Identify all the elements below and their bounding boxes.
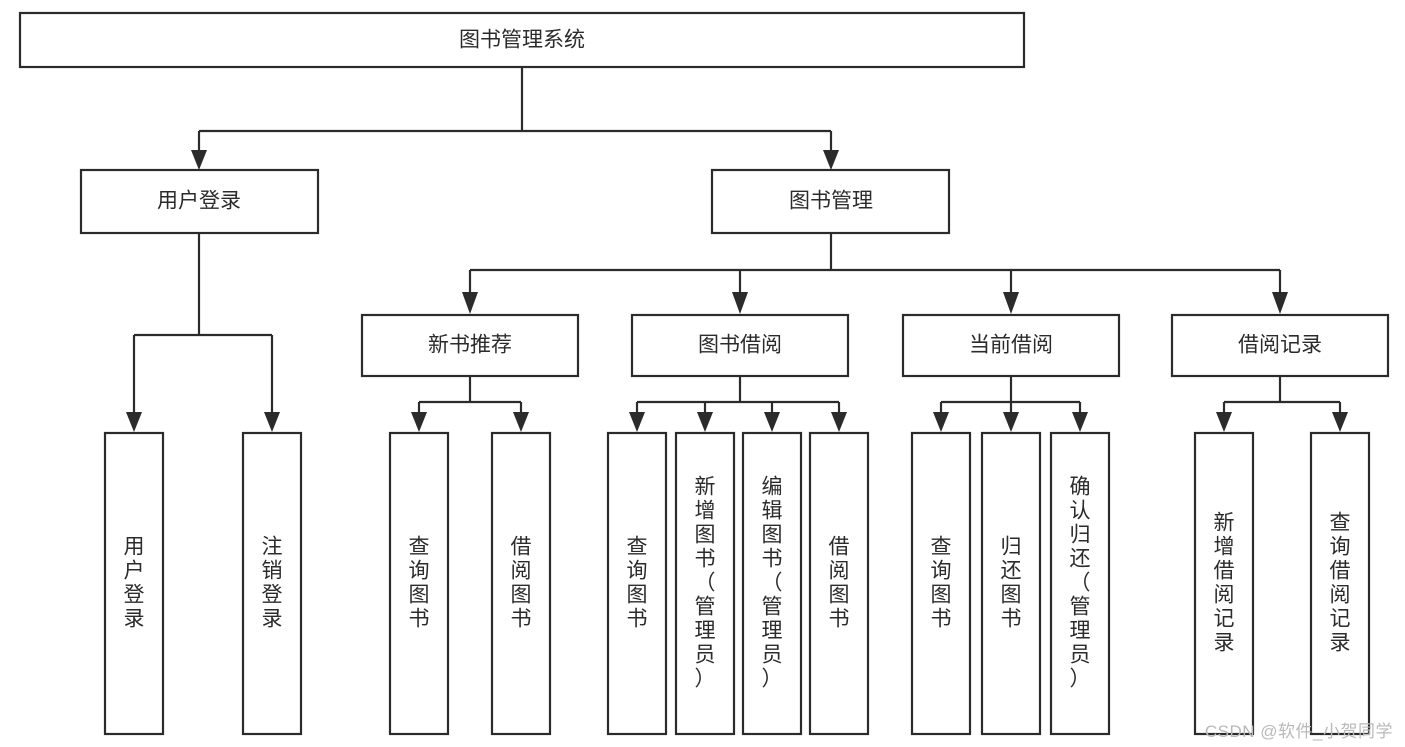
arrow-head-bb-child-3 [764,412,780,432]
leaf-node-nb-borrow-book-box[interactable] [490,431,552,736]
arrow-head-cb-child-3 [1072,412,1088,432]
node-current-borrow-box[interactable] [901,313,1121,378]
leaf-node-nb-query-book-box[interactable] [388,431,450,736]
node-book-borrow-box[interactable] [630,313,850,378]
leaf-node-br-query-record-box[interactable] [1309,431,1371,736]
node-user-login[interactable]: 用户登录 [79,168,320,235]
leaf-node-cb-return-book[interactable]: 归还图书 [980,431,1042,736]
leaf-node-br-query-record[interactable]: 查询借阅记录 [1309,431,1371,736]
leaf-node-bb-add-book-label: 新增图书（管理员） [695,475,716,690]
node-user-login-label: 用户登录 [157,190,241,213]
leaf-node-cb-confirm-return-box[interactable] [1049,431,1111,736]
leaf-node-cb-query-book-box[interactable] [910,431,972,736]
arrow-head-new-book [462,292,478,314]
arrow-head-bb-child-1 [629,412,645,432]
arrow-head-br-child-1 [1216,412,1232,432]
leaf-node-nb-query-book[interactable]: 查询图书 [388,431,450,736]
node-book-manage-box[interactable] [710,168,951,235]
leaf-node-cb-confirm-return-label: 确认归还（管理员） [1070,475,1091,690]
arrow-head-bb-child-2 [697,412,713,432]
arrow-head-leaf-logout [264,412,280,432]
node-new-book-recommend-label: 新书推荐 [428,334,512,357]
node-borrow-record-box[interactable] [1170,313,1390,378]
leaf-node-bb-borrow-book-box[interactable] [808,431,870,736]
leaf-node-logout[interactable]: 注销登录 [241,431,303,736]
leaf-node-bb-edit-book-label: 编辑图书（管理员） [762,475,783,690]
node-book-manage-label: 图书管理 [789,190,873,213]
leaf-node-br-add-record-label: 新增借阅记录 [1214,511,1235,654]
leaf-node-cb-query-book-label: 查询图书 [931,535,952,630]
leaf-node-bb-borrow-book[interactable]: 借阅图书 [808,431,870,736]
leaf-node-bb-query-book[interactable]: 查询图书 [606,431,668,736]
node-current-borrow-label: 当前借阅 [969,334,1053,357]
leaf-node-nb-query-book-label: 查询图书 [409,535,430,630]
leaf-node-bb-add-book[interactable]: 新增图书（管理员） [674,431,736,736]
arrow-head-leaf-user-login [126,412,142,432]
arrow-head-current-borrow [1003,292,1019,314]
leaf-node-br-add-record[interactable]: 新增借阅记录 [1193,431,1255,736]
leaf-node-br-add-record-box[interactable] [1193,431,1255,736]
arrow-head-br-child-2 [1332,412,1348,432]
arrow-head-bb-child-4 [831,412,847,432]
leaf-node-cb-confirm-return[interactable]: 确认归还（管理员） [1049,431,1111,736]
leaf-node-bb-edit-book[interactable]: 编辑图书（管理员） [741,431,803,736]
arrow-head-cb-child-2 [1003,412,1019,432]
arrow-head-book-manage [823,150,839,170]
leaf-node-cb-return-book-box[interactable] [980,431,1042,736]
node-current-borrow[interactable]: 当前借阅 [901,313,1121,378]
arrow-head-nb-child-1 [411,412,427,432]
leaf-node-user-login-box[interactable] [103,431,165,736]
arrow-head-borrow-record [1272,292,1288,314]
node-root-box[interactable] [18,11,1026,69]
node-user-login-box[interactable] [79,168,320,235]
leaf-node-logout-box[interactable] [241,431,303,736]
node-root[interactable]: 图书管理系统 [18,11,1026,69]
leaf-node-bb-query-book-box[interactable] [606,431,668,736]
leaf-node-user-login-label: 用户登录 [124,535,145,630]
node-book-borrow-label: 图书借阅 [698,334,782,357]
leaf-node-bb-edit-book-box[interactable] [741,431,803,736]
leaf-node-cb-return-book-label: 归还图书 [1001,535,1022,630]
node-new-book-recommend[interactable]: 新书推荐 [360,313,580,378]
leaf-node-br-query-record-label: 查询借阅记录 [1330,511,1351,654]
leaf-node-cb-query-book[interactable]: 查询图书 [910,431,972,736]
watermark-text: CSDN @软件_小贺同学 [1204,722,1393,741]
node-book-borrow[interactable]: 图书借阅 [630,313,850,378]
leaf-node-bb-add-book-box[interactable] [674,431,736,736]
leaf-node-user-login[interactable]: 用户登录 [103,431,165,736]
arrow-head-cb-child-1 [933,412,949,432]
node-borrow-record-label: 借阅记录 [1238,334,1322,357]
leaf-node-logout-label: 注销登录 [262,535,283,630]
leaf-node-bb-borrow-book-label: 借阅图书 [829,535,850,630]
leaf-node-nb-borrow-book[interactable]: 借阅图书 [490,431,552,736]
arrow-head-user-login [191,150,207,170]
node-new-book-recommend-box[interactable] [360,313,580,378]
arrow-head-book-borrow [732,292,748,314]
connector-layer [126,67,1348,432]
leaf-node-nb-borrow-book-label: 借阅图书 [511,535,532,630]
node-borrow-record[interactable]: 借阅记录 [1170,313,1390,378]
leaf-node-bb-query-book-label: 查询图书 [627,535,648,630]
node-book-manage[interactable]: 图书管理 [710,168,951,235]
node-root-label: 图书管理系统 [459,29,585,52]
arrow-head-nb-child-2 [513,412,529,432]
